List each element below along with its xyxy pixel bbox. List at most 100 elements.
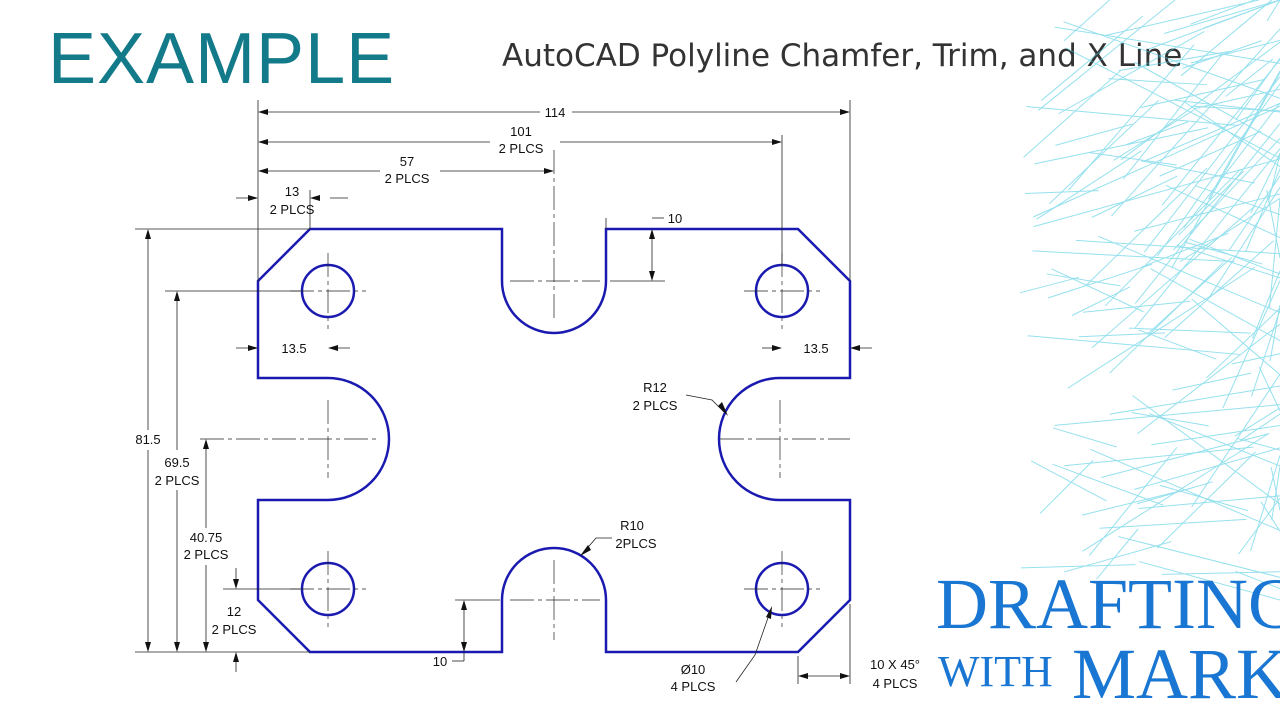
wireframe-line (1109, 385, 1280, 415)
wireframe-line (1271, 466, 1280, 521)
wireframe-line (1099, 518, 1247, 529)
wireframe-line (1038, 0, 1176, 111)
wireframe-line (1189, 0, 1255, 25)
dim-side-radius: R12 (643, 380, 667, 395)
dim-chamfer-offset: 13 (285, 184, 299, 199)
slide-subtitle: AutoCAD Polyline Chamfer, Trim, and X Li… (502, 38, 1183, 74)
wireframe-line (1101, 433, 1270, 478)
wireframe-line (1133, 447, 1280, 491)
wireframe-line (1183, 102, 1280, 228)
wireframe-line (1051, 268, 1144, 313)
slide-title: EXAMPLE (48, 19, 396, 99)
wireframe-line (1238, 497, 1280, 555)
wireframe-line (1178, 170, 1244, 236)
wireframe-line (1055, 123, 1133, 146)
wireframe-line (1203, 0, 1280, 29)
wireframe-line (1118, 50, 1230, 72)
wireframe-line (1083, 300, 1190, 313)
drafting-with-mark-logo: DRAFTING WITH MARK (930, 568, 1280, 718)
dim-hole-height: 69.5 (164, 455, 189, 470)
wireframe-line (1235, 57, 1280, 121)
wireframe-line (1145, 102, 1280, 161)
wireframe-line (1134, 193, 1280, 232)
dim-chamfer-note: 4 PLCS (873, 676, 918, 691)
wireframe-line (1194, 88, 1280, 109)
dim-slot-radius: R10 (620, 518, 644, 533)
dim-hole-inset-left: 13.5 (281, 341, 306, 356)
dim-hole-inset-right: 13.5 (803, 341, 828, 356)
wireframe-line (1140, 78, 1266, 109)
wireframe-line (1064, 541, 1172, 573)
wireframe-line (1027, 335, 1240, 355)
wireframe-line (1270, 467, 1280, 511)
dim-side-radius-note: 2 PLCS (633, 398, 678, 413)
centerlines (200, 150, 850, 640)
wireframe-line (1047, 263, 1153, 299)
dim-center-width: 57 (400, 154, 414, 169)
wireframe-line (1191, 298, 1280, 376)
wireframe-line (1164, 0, 1280, 34)
wireframe-line (1149, 413, 1280, 467)
wireframe-line (1134, 61, 1280, 144)
wireframe-line (1048, 99, 1160, 205)
wireframe-line (1195, 185, 1280, 216)
wireframe-line (1138, 495, 1280, 509)
wireframe-line (1139, 561, 1280, 601)
wireframe-line (1085, 167, 1208, 286)
wireframe-line (1071, 286, 1131, 316)
wireframe-line (1231, 353, 1280, 365)
wireframe-line (1251, 309, 1280, 397)
wireframe-line (1138, 329, 1217, 360)
dim-hole-diameter-note: 4 PLCS (671, 679, 716, 694)
wireframe-line (1088, 152, 1177, 166)
wireframe-line (1171, 72, 1280, 268)
wireframe-line (1159, 484, 1249, 512)
wireframe-line (1134, 148, 1280, 329)
wireframe-line (1111, 28, 1280, 217)
wireframe-line (1258, 366, 1280, 412)
dimension-lines (135, 100, 872, 684)
wireframe-line (1023, 69, 1123, 158)
wireframe-line (1098, 235, 1280, 314)
wireframe-line (1054, 26, 1280, 64)
wireframe-line (1165, 184, 1280, 239)
dim-slot-depth-top: 10 (668, 211, 682, 226)
wireframe-line (1082, 433, 1268, 552)
wireframe-line (1078, 332, 1166, 338)
wireframe-line (1184, 101, 1280, 168)
dim-center-width-note: 2 PLCS (385, 171, 430, 186)
wireframe-line (1266, 189, 1280, 259)
wireframe-line (1058, 30, 1205, 115)
wireframe-line (1063, 0, 1110, 42)
logo-drafting: DRAFTING (936, 564, 1280, 644)
wireframe-line (1109, 262, 1224, 374)
wireframe-line (1151, 425, 1280, 446)
wireframe-line (1052, 427, 1117, 448)
wireframe-line (1039, 460, 1094, 514)
dim-slot-radius-note: 2PLCS (615, 536, 657, 551)
dim-hole-bottom-note: 2 PLCS (212, 622, 257, 637)
wireframe-line (1064, 446, 1254, 467)
part-outline (256, 227, 852, 654)
wireframe-line (1237, 437, 1280, 451)
wireframe-line (1156, 451, 1256, 549)
wireframe-line (1118, 536, 1280, 578)
wireframe-line (1091, 205, 1256, 349)
wireframe-line (1222, 280, 1280, 409)
logo-mark: MARK (1072, 634, 1280, 714)
wireframe-line (1033, 105, 1280, 218)
wireframe-line (1040, 15, 1144, 101)
dim-hole-height-note: 2 PLCS (155, 473, 200, 488)
wireframe-line (1081, 487, 1191, 516)
dim-chamfer: 10 X 45° (870, 657, 920, 672)
dim-center-height-note: 2 PLCS (184, 547, 229, 562)
wireframe-line (1131, 411, 1209, 427)
wireframe-line (1113, 108, 1196, 161)
wireframe-line (1240, 413, 1280, 441)
wireframe-line (1108, 78, 1208, 86)
wireframe-line (1250, 455, 1280, 552)
wireframe-line (1122, 53, 1223, 180)
wireframe-line (1120, 41, 1280, 161)
wireframe-line (1063, 21, 1280, 99)
